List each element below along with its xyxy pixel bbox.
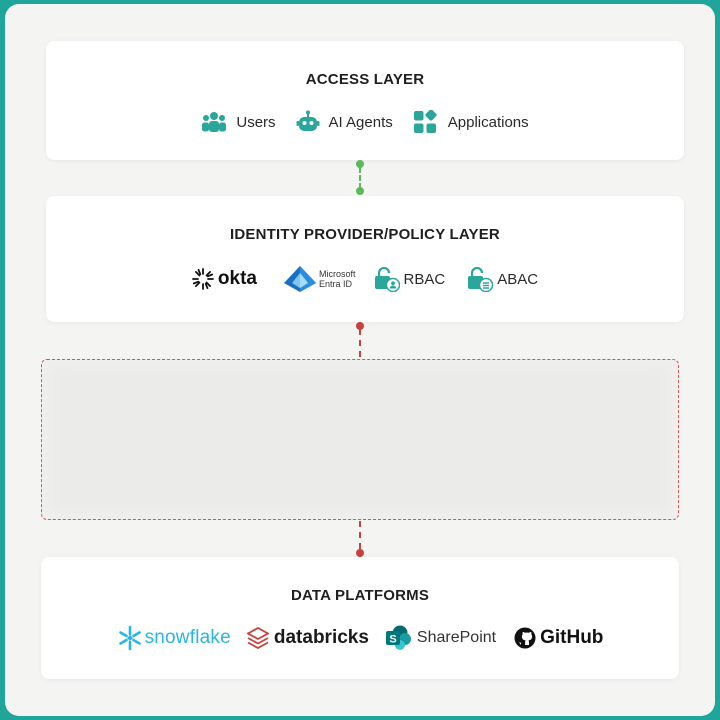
identity-layer-title: IDENTITY PROVIDER/POLICY LAYER [230,226,500,243]
identity-layer-items: okta Microsoft Entra ID [46,264,684,294]
applications-item: Applications [413,110,529,134]
svg-text:S: S [389,634,396,646]
abac-item: ABAC [467,266,538,292]
sharepoint-label: SharePoint [416,629,497,646]
databricks-label: databricks [273,627,369,648]
connector-dot-top [356,322,364,330]
connector-dot-top [356,160,364,168]
lock-user-icon [374,266,400,292]
applications-label: Applications [447,113,529,131]
entra-id-label-line2: Entra ID [319,279,353,289]
okta-item: okta [192,268,257,290]
hidden-layer-panel [41,359,679,520]
identity-layer-card: IDENTITY PROVIDER/POLICY LAYER okta [46,196,684,322]
sharepoint-item: S SharePoint [385,625,496,651]
ai-agents-item: AI Agents [296,110,393,134]
users-label: Users [236,113,276,131]
ai-agents-label: AI Agents [328,113,393,131]
access-layer-items: Users AI Agents [46,109,684,135]
access-layer-card: ACCESS LAYER Users [46,41,684,160]
entra-id-label-line1: Microsoft [319,269,356,279]
hidden-data-connector [359,521,361,549]
rbac-item: RBAC [374,266,446,292]
sharepoint-logo-icon: S [385,625,411,650]
data-platforms-items: snowflake databricks S SharePoint [41,623,679,653]
okta-logo-icon [192,268,214,290]
entra-id-item: Microsoft Entra ID [283,265,356,293]
connector-dot-bottom [356,187,364,195]
snowflake-item: snowflake [117,625,231,651]
lock-list-icon [468,266,494,292]
github-label: GitHub [540,627,604,648]
snowflake-logo-icon [118,625,141,651]
access-identity-connector [359,167,361,189]
data-platforms-title: DATA PLATFORMS [290,587,430,604]
apps-grid-icon [413,110,437,133]
github-item: GitHub [514,627,603,649]
hidden-layer-blur [50,368,670,511]
databricks-logo-icon [246,627,269,649]
data-platforms-card: DATA PLATFORMS snowflake [41,557,679,679]
databricks-item: databricks [246,627,369,649]
okta-label: okta [217,268,257,289]
rbac-label: RBAC [403,270,446,288]
robot-icon [296,110,320,131]
snowflake-label: snowflake [144,627,231,648]
entra-id-label: Microsoft Entra ID [319,269,356,289]
github-logo-icon [514,627,536,649]
connector-dot-bottom [356,549,364,557]
identity-hidden-connector [359,329,361,357]
users-item: Users [201,110,276,134]
users-icon [202,112,227,132]
entra-id-logo-icon [284,266,316,292]
abac-label: ABAC [497,270,539,288]
access-layer-title: ACCESS LAYER [305,71,425,88]
diagram-frame: ACCESS LAYER Users [5,4,715,716]
